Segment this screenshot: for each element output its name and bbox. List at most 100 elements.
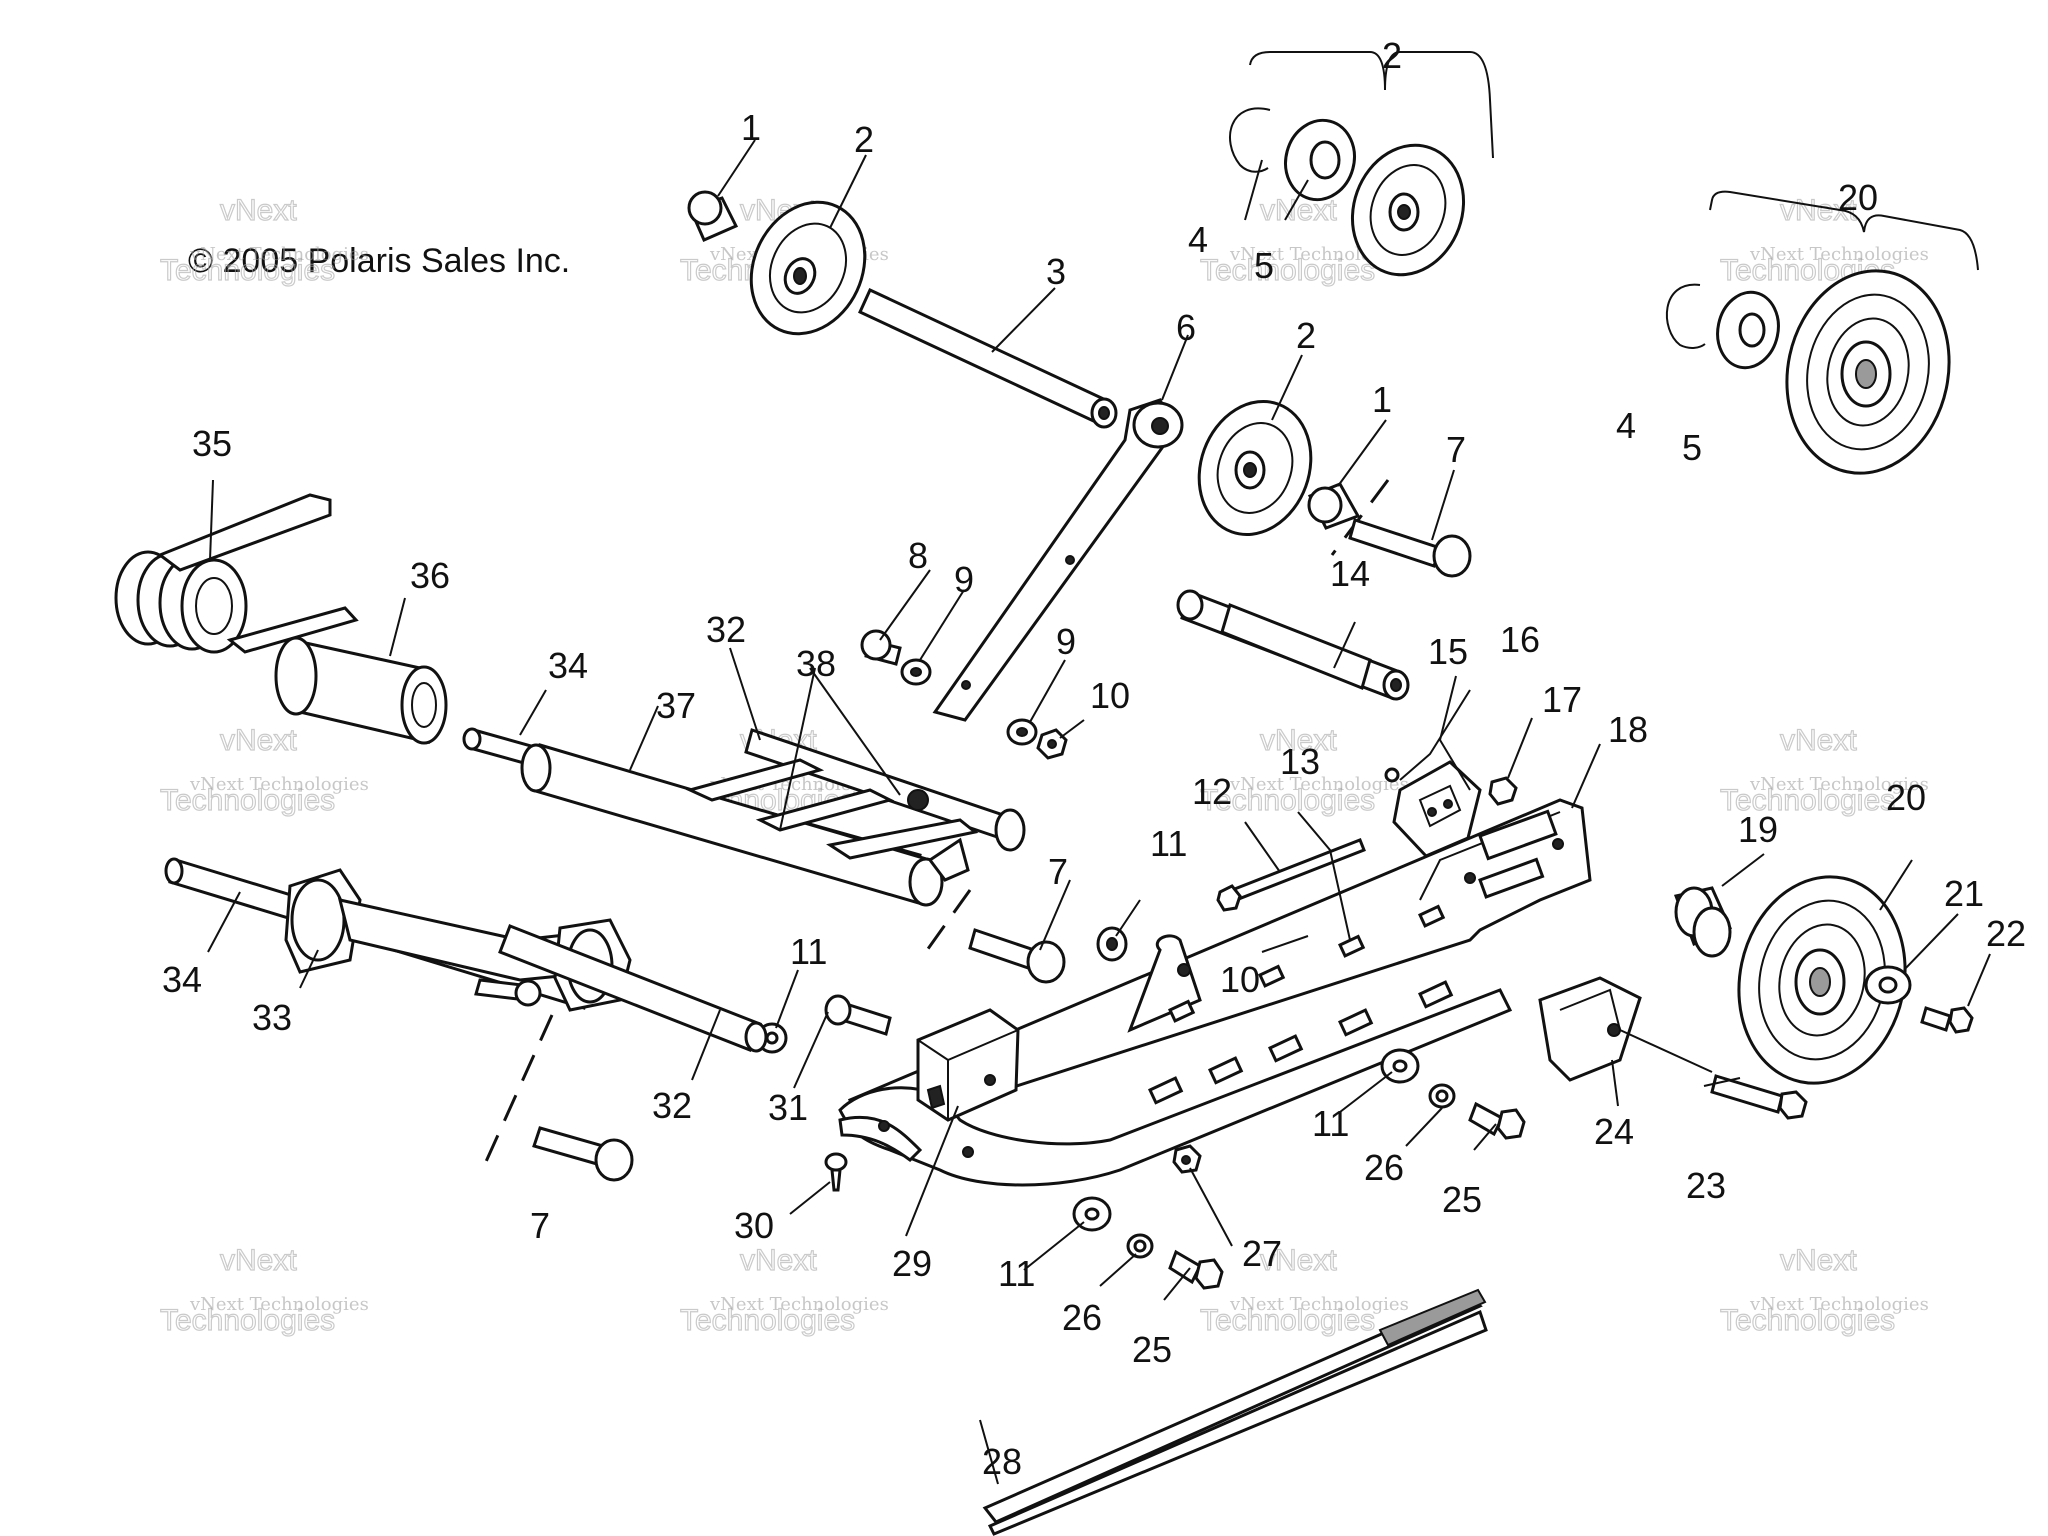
callout-29: 29 — [892, 1243, 932, 1284]
callout-12: 12 — [1192, 771, 1232, 812]
shaft-14 — [1176, 589, 1410, 701]
svg-text:vNext: vNext — [740, 1244, 817, 1277]
callout-16: 16 — [1500, 619, 1540, 660]
svg-text:Technologies: Technologies — [1200, 254, 1375, 287]
callout-34: 34 — [162, 959, 202, 1000]
callout-10: 10 — [1090, 675, 1130, 716]
svg-text:vNext Technologies: vNext Technologies — [1229, 774, 1409, 795]
callout-2: 2 — [1296, 315, 1316, 356]
washer-11-middle — [1096, 926, 1128, 962]
nut-27 — [1172, 1144, 1202, 1174]
callout-22: 22 — [1986, 913, 2026, 954]
callout-7: 7 — [1048, 851, 1068, 892]
svg-text:vNext Technologies: vNext Technologies — [189, 244, 369, 265]
callout-7: 7 — [530, 1205, 550, 1246]
callout-20: 20 — [1886, 777, 1926, 818]
callout-3: 3 — [1046, 251, 1066, 292]
washer-11-right — [1380, 1048, 1420, 1084]
callout-32: 32 — [706, 609, 746, 650]
centerline — [478, 1014, 554, 1176]
svg-text:Technologies: Technologies — [1200, 784, 1375, 817]
pin-31 — [824, 994, 892, 1036]
callout-26: 26 — [1364, 1147, 1404, 1188]
washer-9-upper — [900, 658, 932, 686]
callout-4: 4 — [1616, 405, 1636, 446]
bolt-7-lower — [532, 1126, 634, 1182]
idler-wheel-2-upper-left — [749, 200, 867, 336]
callout-25: 25 — [1132, 1329, 1172, 1370]
nut-10-upper — [1036, 728, 1068, 760]
svg-text:vNext Technologies: vNext Technologies — [1749, 774, 1929, 795]
callout-33: 33 — [252, 997, 292, 1038]
sleeve-36 — [274, 636, 448, 745]
callout-15: 15 — [1428, 631, 1468, 672]
callout-4: 4 — [1188, 219, 1208, 260]
tube-32-lower — [474, 924, 768, 1053]
bolt-22 — [1920, 1006, 1974, 1034]
callout-2: 2 — [1382, 35, 1402, 76]
arm-6 — [932, 398, 1184, 722]
wear-strip-28 — [982, 1288, 1488, 1536]
callout-11: 11 — [1312, 1103, 1349, 1144]
bushing-1-middle — [1307, 482, 1361, 530]
callout-18: 18 — [1608, 709, 1648, 750]
svg-text:vNext Technologies: vNext Technologies — [709, 1294, 889, 1315]
svg-text:vNext: vNext — [220, 194, 297, 227]
callout-34: 34 — [548, 645, 588, 686]
copyright-text: © 2005 Polaris Sales Inc. — [188, 242, 570, 280]
svg-text:vNext Technologies: vNext Technologies — [1749, 244, 1929, 265]
svg-text:vNext: vNext — [220, 724, 297, 757]
callout-36: 36 — [410, 555, 450, 596]
callout-13: 13 — [1280, 741, 1320, 782]
callout-11: 11 — [998, 1253, 1035, 1294]
callout-5: 5 — [1682, 427, 1702, 468]
svg-text:vNext: vNext — [1260, 724, 1337, 757]
callout-2: 2 — [854, 119, 874, 160]
washer-26-lower — [1126, 1233, 1154, 1259]
callout-28: 28 — [982, 1441, 1022, 1482]
tube-37 — [520, 743, 944, 907]
callout-37: 37 — [656, 685, 696, 726]
frame-32-upper — [685, 728, 1026, 882]
svg-text:Technologies: Technologies — [1720, 1304, 1895, 1337]
snap-ring-4-upper — [1229, 107, 1271, 173]
idler-wheel-2-upper-right — [1350, 143, 1466, 277]
washer-26-upper — [1428, 1083, 1456, 1109]
callout-31: 31 — [768, 1087, 808, 1128]
snap-ring-4-right — [1666, 283, 1706, 349]
callout-35: 35 — [192, 423, 232, 464]
svg-text:vNext: vNext — [220, 1244, 297, 1277]
svg-text:Technologies: Technologies — [680, 1304, 855, 1337]
svg-text:vNext: vNext — [1780, 1244, 1857, 1277]
callout-21: 21 — [1944, 873, 1984, 914]
bracket-33 — [284, 868, 632, 1012]
leader-lines — [207, 139, 1991, 1485]
block-24 — [1538, 976, 1642, 1082]
spacer-5-right — [1716, 290, 1780, 370]
callout-10: 10 — [1220, 959, 1260, 1000]
callout-1: 1 — [1372, 379, 1392, 420]
screw-30 — [824, 1152, 848, 1192]
idler-wheel-2-middle — [1197, 399, 1313, 537]
callout-11: 11 — [1150, 823, 1187, 864]
bolt-23 — [1710, 1074, 1808, 1120]
callout-30: 30 — [734, 1205, 774, 1246]
svg-text:Technologies: Technologies — [160, 784, 335, 817]
callout-11: 11 — [790, 931, 827, 972]
svg-text:Technologies: Technologies — [160, 1304, 335, 1337]
callout-20: 20 — [1838, 177, 1878, 218]
callout-8: 8 — [908, 535, 928, 576]
callout-24: 24 — [1594, 1111, 1634, 1152]
torsion-spring-35 — [114, 493, 359, 654]
pin-15 — [1384, 767, 1400, 783]
svg-text:vNext: vNext — [1260, 1244, 1337, 1277]
nut-17 — [1488, 776, 1518, 806]
